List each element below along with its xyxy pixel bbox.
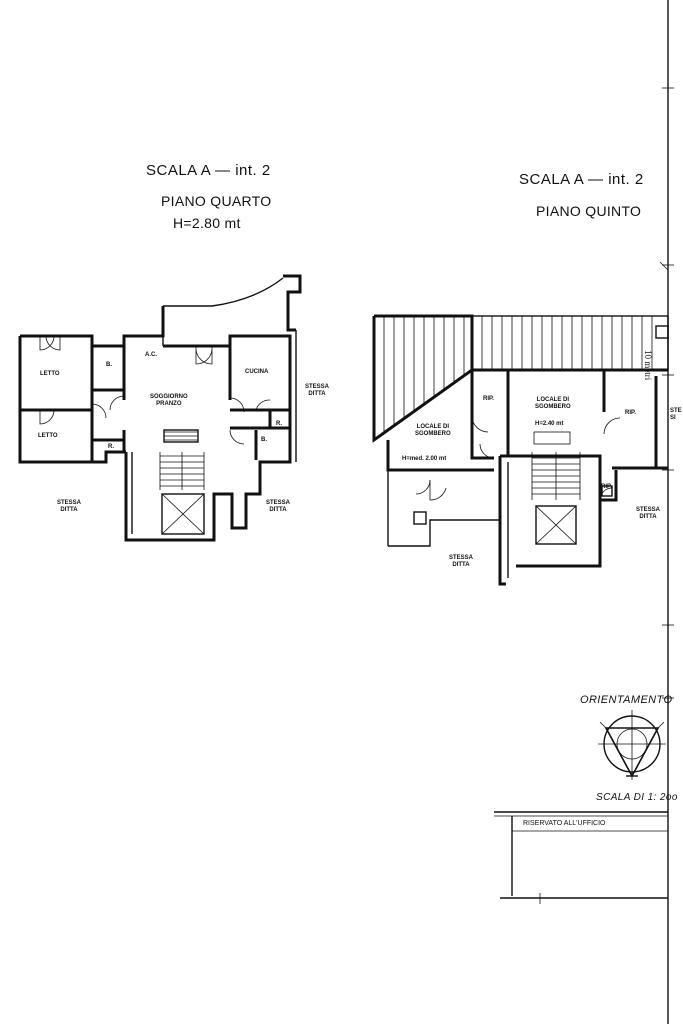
room-label-bagno: B.: [261, 437, 267, 443]
scale-note: SCALA DI 1: 2oo: [596, 792, 678, 803]
room-label-cucina: CUCINA: [245, 369, 269, 375]
left-plan-height: H=2.80 mt: [173, 215, 241, 231]
room-label-locale-sgombero: LOCALE DI SGOMBERO: [535, 397, 571, 411]
room-label-line: SGOMBERO: [535, 404, 571, 410]
right-plan-title: SCALA A — int. 2: [519, 171, 644, 188]
scale-bar-label: 10 metri: [643, 350, 653, 381]
room-label-line: LOCALE DI: [536, 397, 569, 403]
left-plan-title: SCALA A — int. 2: [146, 162, 271, 179]
left-plan-floor: PIANO QUARTO: [161, 193, 272, 209]
room-label-letto: LETTO: [40, 371, 60, 377]
room-label-bagno: B.: [106, 362, 112, 368]
room-label-soggiorno: SOGGIORNO PRANZO: [150, 394, 188, 408]
room-label-line: STESSA: [305, 384, 330, 390]
room-label-stessa-ditta: STESSA DITTA: [305, 384, 329, 398]
room-label-ripostiglio: RIP.: [625, 410, 636, 416]
room-label-stessa-ditta: STESSA DITTA: [266, 500, 290, 514]
room-label-letto: LETTO: [38, 433, 58, 439]
room-label-line: STE: [670, 408, 682, 414]
room-label-locale-sgombero: LOCALE DI SGOMBERO: [415, 424, 451, 438]
orientation-label: ORIENTAMENTO: [580, 694, 673, 706]
room-label-line: PRANZO: [156, 401, 182, 407]
office-box: [494, 811, 668, 904]
right-floor-plan: [372, 261, 669, 586]
room-label-line: DITTA: [308, 391, 326, 397]
room-label-height: H=2.40 mt: [535, 421, 564, 427]
room-label-stessa-ditta: STESSA DITTA: [449, 555, 473, 569]
room-label-ripostiglio: RIP.: [483, 396, 494, 402]
room-label-stessa-ditta: STESSA DITTA: [57, 500, 81, 514]
room-label-ac: A.C.: [145, 352, 157, 358]
room-label-height: H=med. 2.00 mt: [402, 456, 447, 462]
room-label-line: SOGGIORNO: [150, 394, 188, 400]
room-label-line: DITTA: [452, 562, 470, 568]
room-label-line: STESSA: [449, 555, 474, 561]
office-box-label: RISERVATO ALL'UFFICIO: [523, 820, 606, 827]
room-label-ripostiglio: RIP.: [601, 484, 612, 490]
room-label-line: LOCALE DI: [416, 424, 449, 430]
room-label-line: STESSA: [636, 507, 661, 513]
compass-rose: [598, 710, 666, 780]
room-label-line: DITTA: [60, 507, 78, 513]
room-label-line: STESSA: [266, 500, 291, 506]
room-label-line: SGOMBERO: [415, 431, 451, 437]
left-floor-plan: [18, 274, 302, 542]
room-label-line: STESSA: [57, 500, 82, 506]
right-plan-floor: PIANO QUINTO: [536, 203, 642, 219]
room-label-line: DITTA: [269, 507, 287, 513]
room-label-ripostiglio: R.: [276, 421, 282, 427]
room-label-line: SI: [670, 415, 676, 421]
room-label-line: DITTA: [639, 514, 657, 520]
room-label-ripostiglio: R.: [108, 444, 114, 450]
room-label-stessa-ditta: STESSA DITTA: [636, 507, 660, 521]
room-label-cut: STE SI: [670, 408, 682, 422]
